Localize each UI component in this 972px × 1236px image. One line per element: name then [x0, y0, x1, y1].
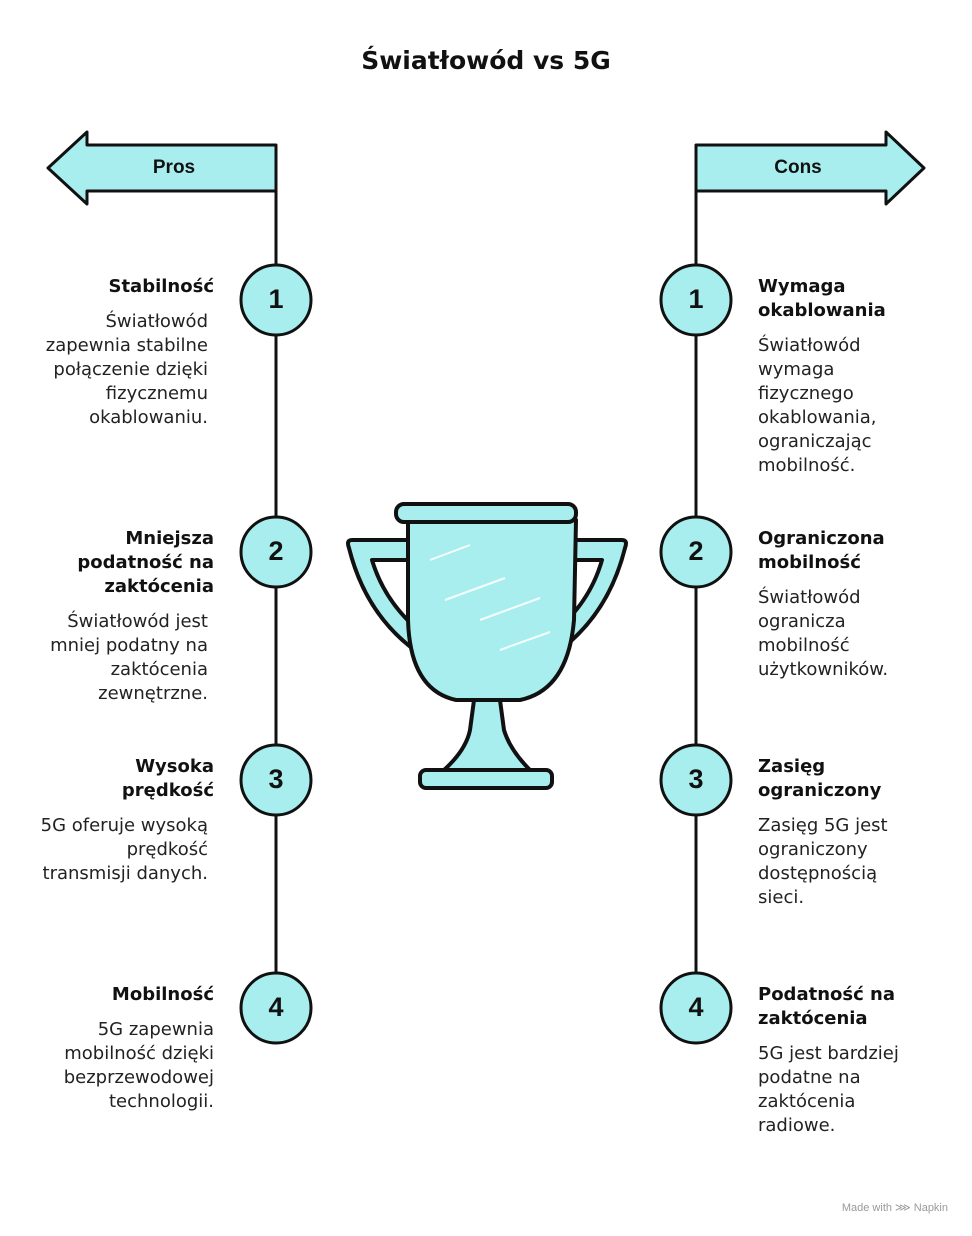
pros-item-4: Mobilność 5G zapewnia mobilność dzięki b… — [30, 983, 214, 1114]
cons-item-3: Zasięg ograniczony Zasięg 5G jest ograni… — [758, 755, 918, 910]
cons-circle-2 — [659, 515, 733, 589]
pros-num-1: 1 — [268, 284, 284, 314]
cons-item-2: Ograniczona mobilność Światłowód ogranic… — [758, 527, 928, 682]
cons-circle-3 — [659, 743, 733, 817]
trophy-icon — [346, 502, 628, 790]
pros-item-3-title: Wysoka prędkość — [121, 756, 214, 801]
pros-num-3: 3 — [268, 764, 284, 794]
pros-num-2: 2 — [268, 536, 284, 566]
pros-item-4-desc: 5G zapewnia mobilność dzięki bezprzewodo… — [63, 1019, 214, 1112]
pros-circle-4 — [239, 971, 313, 1045]
cons-item-1-title: Wymaga okablowania — [758, 276, 886, 321]
cons-label: Cons — [774, 157, 822, 178]
page-title: Światłowód vs 5G — [361, 46, 611, 75]
cons-item-4-title: Podatność na zaktócenia — [758, 984, 895, 1029]
cons-circles — [659, 263, 733, 1045]
cons-item-2-desc: Światłowód ogranicza mobilność użytkowni… — [758, 587, 889, 680]
napkin-credit: Made with ⋙ Napkin — [841, 1202, 948, 1214]
pros-item-2: Mniejsza podatność na zaktócenia Światło… — [40, 527, 214, 706]
cons-item-3-title: Zasięg ograniczony — [758, 756, 882, 801]
pros-item-1: Stabilność Światłowód zapewnia stabilne … — [40, 275, 214, 430]
cons-item-4-desc: 5G jest bardziej podatne na zaktócenia r… — [758, 1043, 899, 1136]
cons-item-3-desc: Zasięg 5G jest ograniczony dostępnością … — [758, 815, 888, 908]
cons-circle-4 — [659, 971, 733, 1045]
pros-item-2-title: Mniejsza podatność na zaktócenia — [77, 528, 214, 597]
cons-circle-1 — [659, 263, 733, 337]
pros-num-4: 4 — [268, 992, 284, 1022]
cons-banner-arrow — [694, 130, 926, 206]
pros-item-3-desc: 5G oferuje wysoką prędkość transmisji da… — [40, 815, 208, 884]
pros-item-4-title: Mobilność — [111, 984, 214, 1005]
pros-item-2-desc: Światłowód jest mniej podatny na zaktóce… — [50, 611, 208, 704]
pros-circle-3 — [239, 743, 313, 817]
pros-circle-1 — [239, 263, 313, 337]
cons-num-2: 2 — [688, 536, 704, 566]
cons-item-2-title: Ograniczona mobilność — [758, 528, 885, 573]
cons-item-1: Wymaga okablowania Światłowód wymaga fiz… — [758, 275, 928, 478]
pros-banner-arrow — [46, 130, 278, 206]
pros-item-1-desc: Światłowód zapewnia stabilne połączenie … — [45, 311, 208, 428]
cons-num-1: 1 — [688, 284, 704, 314]
pros-circle-2 — [239, 515, 313, 589]
cons-item-1-desc: Światłowód wymaga fizycznego okablowania… — [758, 335, 877, 476]
pros-item-1-title: Stabilność — [108, 276, 214, 297]
cons-num-3: 3 — [688, 764, 704, 794]
cons-num-4: 4 — [688, 992, 704, 1022]
pros-label: Pros — [152, 157, 196, 178]
pros-circles — [239, 263, 313, 1045]
pros-item-3: Wysoka prędkość 5G oferuje wysoką prędko… — [40, 755, 214, 886]
cons-item-4: Podatność na zaktócenia 5G jest bardziej… — [758, 983, 928, 1138]
